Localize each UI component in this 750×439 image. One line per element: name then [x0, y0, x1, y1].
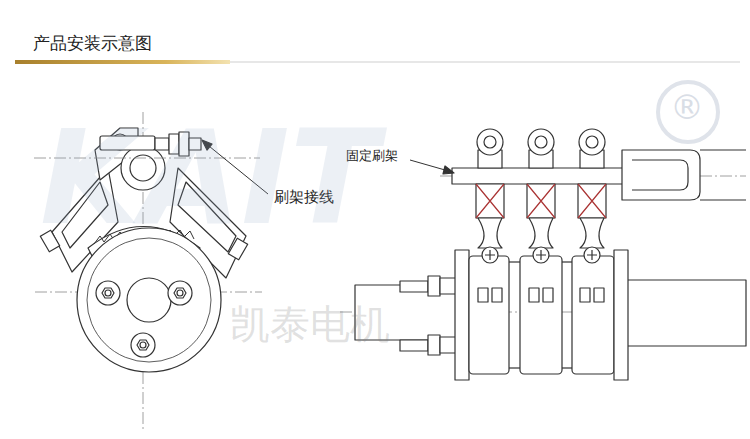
watermark: ® [670, 87, 704, 128]
leader-line [204, 142, 268, 194]
page-title: 产品安装示意图 [33, 33, 152, 53]
watermark: 凯泰电机 [230, 300, 390, 348]
watermark-ring [658, 82, 718, 142]
slip-ring-front-view [340, 129, 746, 380]
watermark: KAIT [40, 100, 378, 256]
part-label: 固定刷架 [346, 148, 398, 164]
part-label: 刷架接线 [274, 188, 334, 206]
title-accent [15, 60, 230, 64]
brush-holder-side-view [34, 112, 268, 430]
